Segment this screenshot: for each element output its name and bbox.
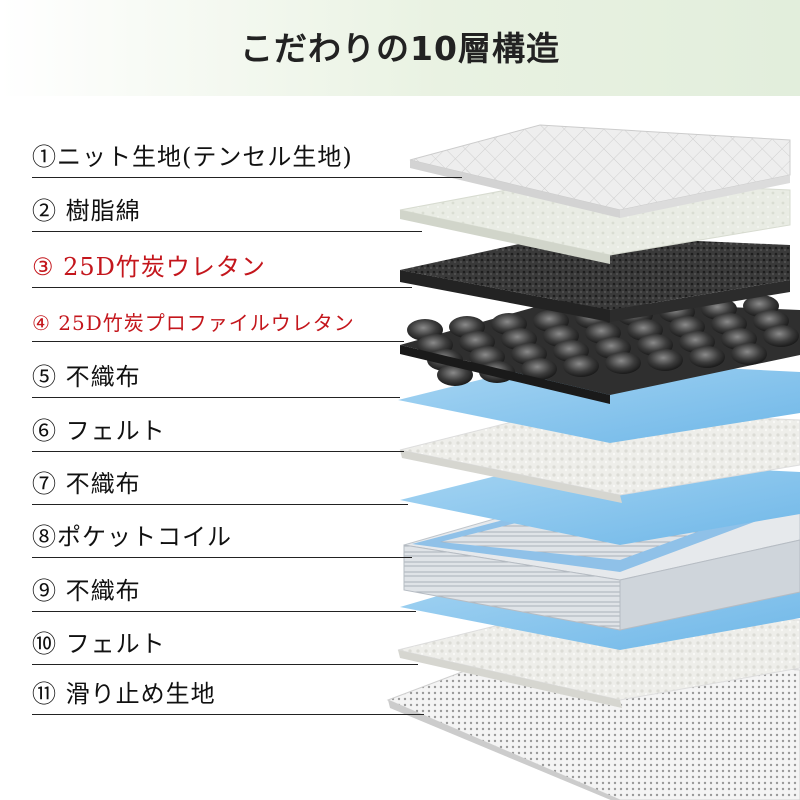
layer-leader-line	[32, 340, 404, 342]
layer-leader-line	[32, 663, 418, 665]
layer-leader-line	[32, 176, 462, 178]
layer-label-row: ⑥ フェルト	[32, 412, 404, 452]
layer-label: ⑦ 不織布	[32, 470, 141, 498]
layer-label: ⑧ポケットコイル	[32, 523, 232, 551]
profile-bump	[647, 349, 683, 371]
layer-label: ⑤ 不織布	[32, 363, 141, 391]
profile-bump	[689, 346, 725, 368]
profile-bump	[521, 358, 557, 380]
profile-bump	[605, 352, 641, 374]
layer-label: ⑨ 不織布	[32, 577, 141, 605]
layer-label: ⑥ フェルト	[32, 417, 166, 445]
layer-leader-line	[32, 450, 404, 452]
layer-label-row: ⑤ 不織布	[32, 358, 400, 398]
layer-label-row: ② 樹脂綿	[32, 192, 422, 232]
layer-label-row: ④ 25D竹炭プロファイルウレタン	[32, 302, 404, 342]
layer-leader-line	[32, 713, 424, 715]
layer-label-row: ⑪ 滑り止め生地	[32, 675, 424, 715]
header-band	[0, 0, 800, 96]
layer-label-row: ⑧ポケットコイル	[32, 518, 412, 558]
layer-label: ② 樹脂綿	[32, 197, 141, 225]
profile-bump	[437, 364, 473, 386]
layer-label-row: ①ニット生地(テンセル生地)	[32, 138, 462, 178]
layer-label: ①ニット生地(テンセル生地)	[32, 143, 353, 171]
layer-label-row: ⑩ フェルト	[32, 625, 418, 665]
layer-leader-line	[32, 230, 422, 232]
layer-leader-line	[32, 556, 412, 558]
page-title: こだわりの10層構造	[240, 29, 560, 68]
profile-bump	[763, 325, 799, 347]
layer-bamboo-charcoal-urethane	[400, 235, 790, 322]
layer-label-row: ③ 25D竹炭ウレタン	[32, 248, 412, 288]
layer-leader-line	[32, 396, 400, 398]
layer-label: ③ 25D竹炭ウレタン	[32, 253, 266, 281]
layer-leader-line	[32, 503, 408, 505]
profile-bump	[731, 343, 767, 365]
layer-label: ⑩ フェルト	[32, 630, 166, 658]
layer-leader-line	[32, 610, 416, 612]
layer-leader-line	[32, 286, 412, 288]
layer-label-row: ⑦ 不織布	[32, 465, 408, 505]
layer-label: ④ 25D竹炭プロファイルウレタン	[32, 311, 355, 335]
layer-label-row: ⑨ 不織布	[32, 572, 416, 612]
layer-knit-fabric	[409, 124, 791, 218]
profile-bump	[563, 355, 599, 377]
layer-label: ⑪ 滑り止め生地	[32, 680, 216, 708]
